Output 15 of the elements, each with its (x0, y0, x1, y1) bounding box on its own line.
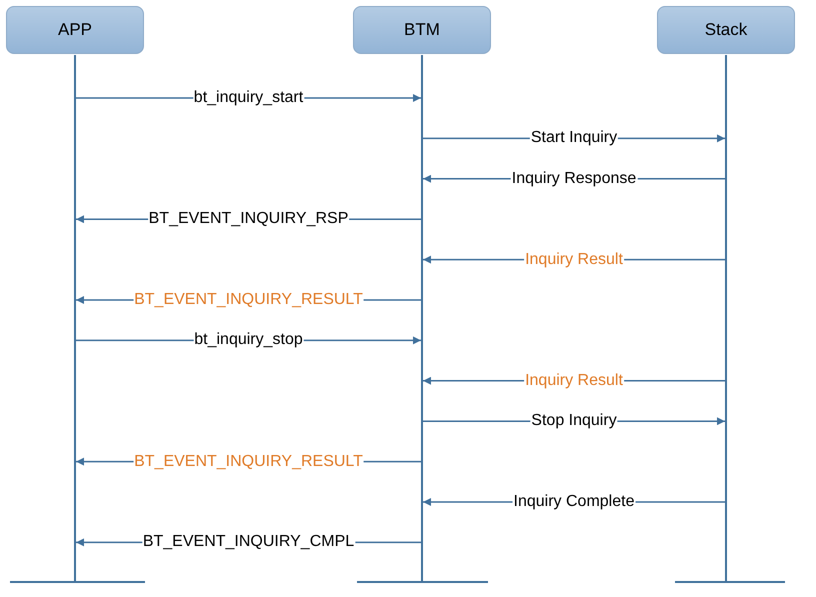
edge-label: BT_EVENT_INQUIRY_RESULT (133, 291, 364, 309)
edge-label: Stop Inquiry (530, 412, 618, 430)
edge-label: Start Inquiry (530, 129, 618, 148)
edge-label: Inquiry Response (510, 170, 638, 188)
participant-box: Stack (657, 6, 795, 54)
edge-label: Inquiry Result (524, 372, 624, 390)
edge-label: bt_inquiry_start (192, 89, 304, 107)
participant-box: APP (6, 6, 144, 54)
edge-label: Inquiry Result (524, 250, 624, 269)
edge-label: BT_EVENT_INQUIRY_CMPL (142, 533, 356, 552)
edge-label: bt_inquiry_stop (193, 331, 304, 350)
edge-label: BT_EVENT_INQUIRY_RSP (148, 210, 350, 228)
edge-label: Inquiry Complete (512, 493, 636, 511)
edge-label: BT_EVENT_INQUIRY_RESULT (133, 452, 364, 471)
participant-box: BTM (353, 6, 491, 54)
